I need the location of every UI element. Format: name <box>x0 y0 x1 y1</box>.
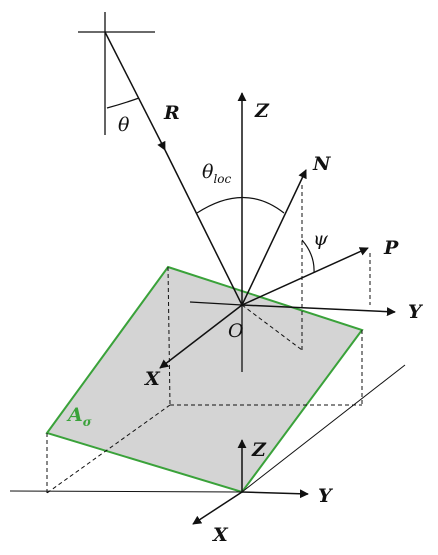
label-p: P <box>383 237 399 259</box>
normal-vector-n <box>241 169 307 306</box>
inclined-plane <box>45 265 364 494</box>
origin-cross <box>189 301 243 372</box>
label-n: N <box>312 153 331 175</box>
label-r: R <box>163 102 180 124</box>
theta-arc <box>106 97 140 109</box>
ray-r-continued <box>164 149 243 306</box>
vector-p <box>241 247 369 306</box>
source-cross <box>78 12 155 135</box>
label-x-upper: X <box>144 368 161 390</box>
label-theta-loc-symbol: θ <box>202 161 214 183</box>
x-axis-upper <box>159 304 243 369</box>
label-theta-loc: θloc <box>202 161 232 186</box>
label-a-sigma: Aσ <box>66 404 92 429</box>
label-o: O <box>228 320 244 342</box>
x-axis-lower <box>192 491 243 525</box>
label-a-sub: σ <box>83 415 92 429</box>
label-theta: θ <box>118 114 130 136</box>
label-theta-loc-sub: loc <box>213 172 231 186</box>
ground-lines <box>9 364 406 493</box>
ray-r <box>104 31 166 151</box>
projection-box <box>46 266 363 494</box>
label-y-upper: Y <box>408 301 424 323</box>
y-axis-lower <box>241 489 309 499</box>
label-y-lower: Y <box>318 485 334 507</box>
psi-arc <box>301 239 315 274</box>
helper-dashes <box>241 185 371 351</box>
y-axis-upper <box>241 304 396 317</box>
label-z-upper: Z <box>254 100 270 122</box>
label-x-lower: X <box>212 524 229 546</box>
label-a-symbol: A <box>66 404 83 426</box>
label-psi: ψ <box>313 228 329 250</box>
theta-loc-arc <box>196 197 285 214</box>
label-z-lower: Z <box>251 439 267 461</box>
